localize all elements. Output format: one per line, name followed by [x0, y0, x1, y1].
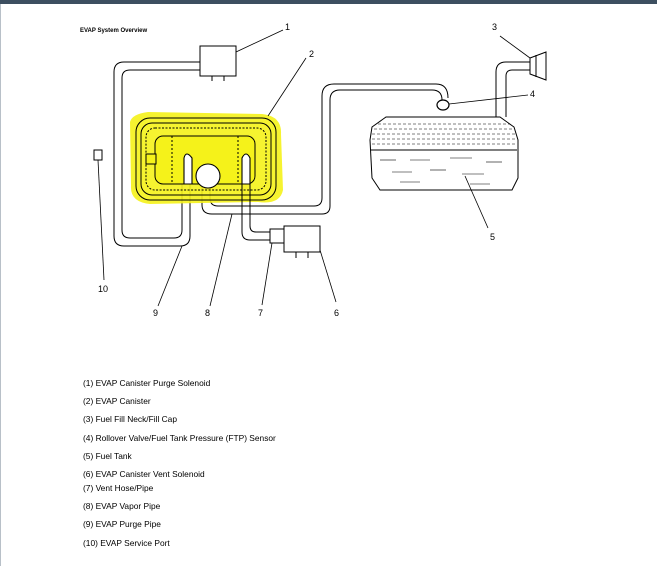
evap-system-diagram: 1 2 3 4 5 6 7 8 9 10 [93, 22, 547, 318]
legend-item: (2) EVAP Canister [83, 396, 151, 407]
canister-ports [183, 153, 251, 189]
evap-vapor-pipe [201, 83, 449, 215]
window-left-edge [0, 4, 1, 566]
legend-item: (5) Fuel Tank [83, 450, 132, 461]
callout-10: 10 [98, 284, 108, 294]
rollover-valve [436, 99, 450, 111]
callout-4: 4 [530, 89, 535, 99]
callout-2: 2 [309, 49, 314, 59]
legend-item: (6) EVAP Canister Vent Solenoid [83, 468, 205, 479]
component-legend: (1) EVAP Canister Purge Solenoid (2) EVA… [83, 377, 276, 555]
legend-item: (4) Rollover Valve/Fuel Tank Pressure (F… [83, 432, 276, 443]
callout-8: 8 [205, 308, 210, 318]
legend-item: (3) Fuel Fill Neck/Fill Cap [83, 414, 178, 425]
evap-canister [135, 117, 277, 201]
callout-6: 6 [334, 308, 339, 318]
diagram-title: EVAP System Overview [80, 28, 148, 34]
callout-3: 3 [492, 22, 497, 32]
legend-item: (1) EVAP Canister Purge Solenoid [83, 378, 211, 388]
vent-solenoid [283, 225, 321, 258]
callout-7: 7 [258, 308, 263, 318]
legend-item: (8) EVAP Vapor Pipe [83, 501, 161, 512]
legend-item: (10) EVAP Service Port [83, 537, 170, 548]
fuel-tank [369, 116, 519, 191]
callout-9: 9 [153, 308, 158, 318]
legend-item: (7) Vent Hose/Pipe [83, 482, 154, 493]
legend-item: (9) EVAP Purge Pipe [83, 519, 161, 530]
fuel-fill-neck [495, 51, 547, 117]
purge-solenoid [199, 45, 237, 81]
leader-lines [97, 29, 531, 307]
callout-1: 1 [285, 22, 290, 32]
window-top-bar [0, 0, 657, 4]
callout-5: 5 [490, 232, 495, 242]
vent-hose [241, 184, 285, 244]
